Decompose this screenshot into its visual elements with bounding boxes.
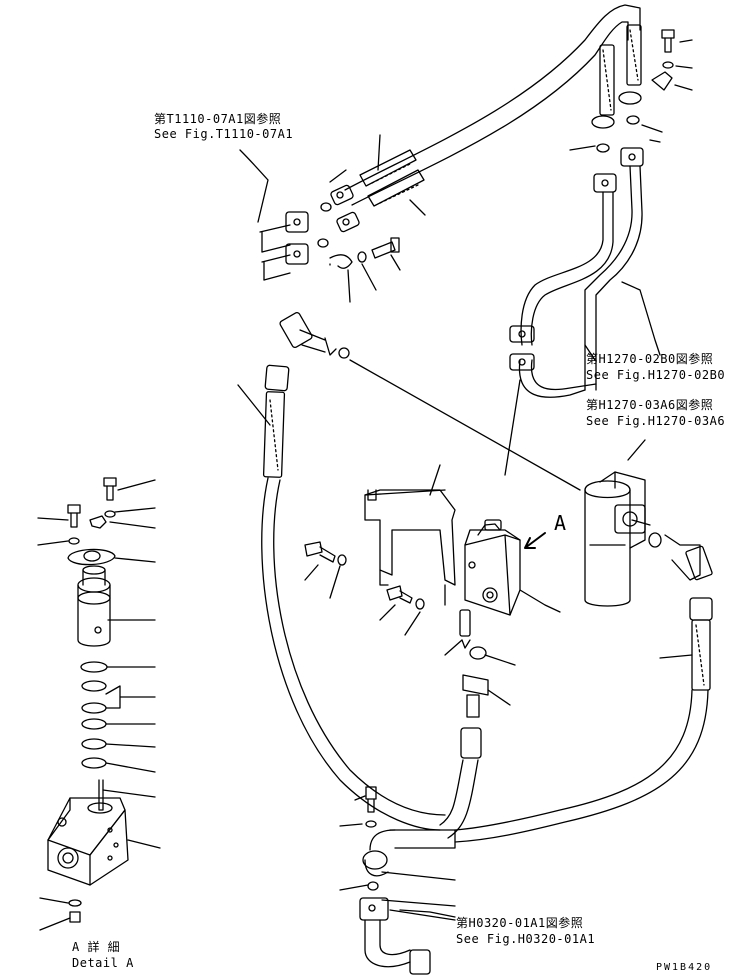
ref-h1270-02b0-en: See Fig.H1270-02B0 [586,368,726,382]
reference-leaders [399,344,596,918]
filter-assembly [454,471,713,843]
ref-t1110-jp: 第T1110-07A1図参照 [154,112,282,126]
detail-label-en: Detail A [72,956,134,970]
ref-h0320-en: See Fig.H0320-01A1 [456,932,596,946]
left-long-hose [237,311,581,831]
upper-hose-pair [330,4,642,233]
top-right-fasteners [626,29,693,133]
bracket-guard [304,464,456,636]
drawing-code: PW1B420 [656,962,713,973]
right-piping [504,139,661,476]
left-flange-connectors [239,134,426,303]
ref-h1270-03a6-jp: 第H1270-03A6図参照 [586,398,714,412]
valve-block [439,519,561,839]
detail-label-jp: A 詳 細 [72,940,121,954]
ref-h0320-jp: 第H0320-01A1図参照 [456,916,584,930]
ref-t1110-en: See Fig.T1110-07A1 [154,127,294,141]
bottom-piping [339,786,456,975]
ref-h1270-03a6-en: See Fig.H1270-03A6 [586,414,726,428]
detail-a-exploded-view [37,477,161,931]
ref-h1270-02b0-jp: 第H1270-02B0図参照 [586,352,714,366]
view-marker-a: A [554,511,567,535]
